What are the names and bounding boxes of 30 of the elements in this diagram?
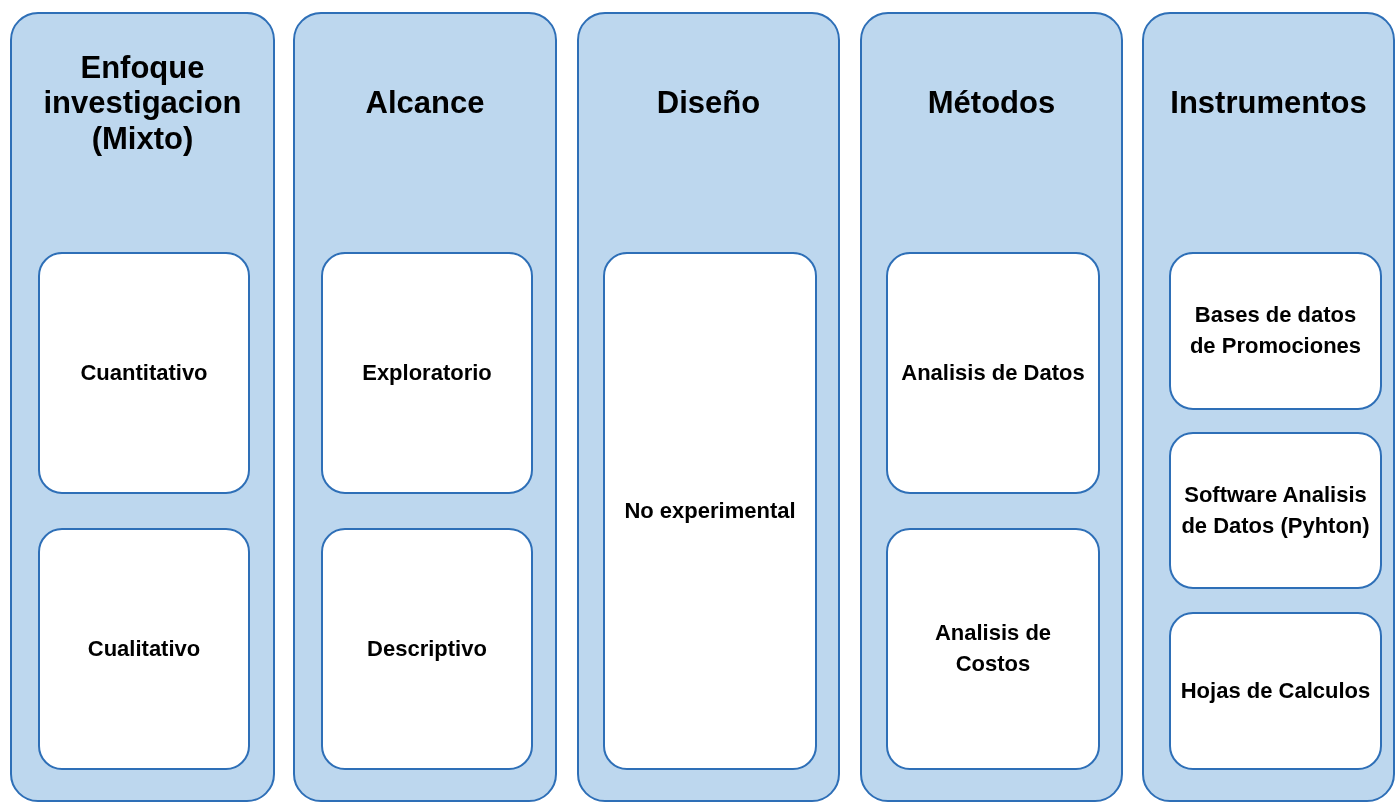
category-panel <box>860 12 1123 802</box>
item-box <box>886 252 1100 494</box>
item-label: Cualitativo <box>86 634 202 663</box>
column-heading: Instrumentos <box>1169 84 1368 123</box>
item-box <box>38 252 250 494</box>
item-box <box>886 528 1100 770</box>
item-label: Bases de datos de Promociones <box>1188 301 1363 360</box>
item-box <box>1169 432 1382 589</box>
category-panel <box>10 12 275 802</box>
column-heading: Métodos <box>926 84 1057 123</box>
item-label: Descriptivo <box>366 634 488 663</box>
column-heading: Enfoque investigacion (Mixto) <box>42 48 243 158</box>
item-label: Hojas de Calculos <box>1179 676 1372 705</box>
item-label: No experimental <box>623 496 797 525</box>
column-heading: Alcance <box>364 84 486 123</box>
item-label: Analisis de Datos <box>900 358 1086 387</box>
category-panel <box>1142 12 1395 802</box>
item-label: Software Analisis de Datos (Pyhton) <box>1180 480 1371 540</box>
item-label: Exploratorio <box>361 358 493 387</box>
item-label: Analisis de Costos <box>933 619 1053 678</box>
item-box <box>1169 612 1382 770</box>
item-box <box>38 528 250 770</box>
item-box <box>321 252 533 494</box>
column-heading: Diseño <box>655 84 762 123</box>
item-box <box>1169 252 1382 410</box>
item-box <box>321 528 533 770</box>
item-box <box>603 252 817 770</box>
category-panel <box>577 12 840 802</box>
item-label: Cuantitativo <box>79 358 209 387</box>
category-panel <box>293 12 557 802</box>
